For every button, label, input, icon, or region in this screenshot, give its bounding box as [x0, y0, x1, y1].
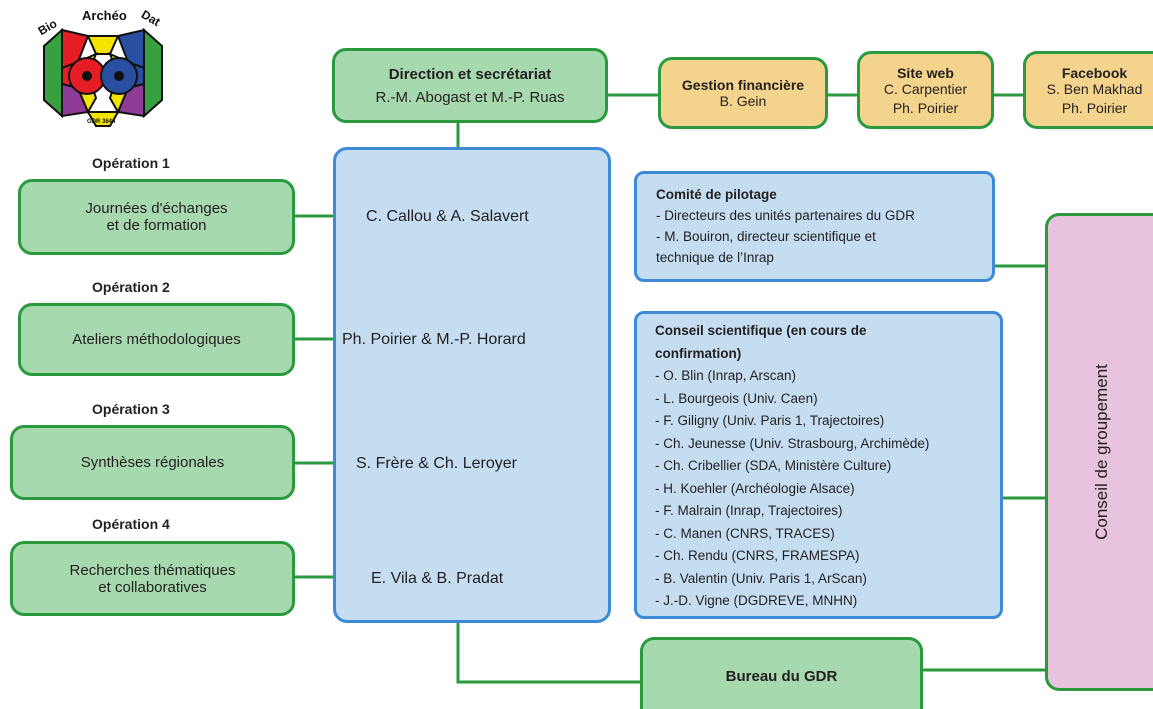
- conseil-scientifique-title-2: confirmation): [655, 345, 742, 361]
- gestion-title: Gestion financière: [681, 77, 805, 93]
- conseil-member: - O. Blin (Inrap, Arscan): [655, 368, 797, 383]
- comite-line-2: - M. Bouiron, directeur scientifique et: [656, 229, 876, 244]
- bioarcheodat-logo: Bio Archéo Dat GDR 3644: [36, 7, 163, 127]
- bureau-box: Bureau du GDR: [640, 637, 923, 709]
- conseil-groupement-title: Conseil de groupement: [1091, 364, 1111, 540]
- siteweb-line2: Ph. Poirier: [892, 99, 959, 116]
- direction-names: R.-M. Abogast et M.-P. Ruas: [375, 88, 565, 106]
- logo-hexagon-mosaic: [43, 27, 163, 127]
- facebook-box: Facebook S. Ben Makhad Ph. Poirier: [1023, 51, 1153, 129]
- operation-2-line1: Ateliers méthodologiques: [72, 331, 241, 348]
- bureau-title: Bureau du GDR: [725, 668, 838, 685]
- operation-4-heading: Opération 4: [92, 516, 170, 532]
- operation-2-heading: Opération 2: [92, 279, 170, 295]
- operation-1-box: Journées d'échanges et de formation: [18, 179, 295, 255]
- conseil-member: - B. Valentin (Univ. Paris 1, ArScan): [655, 570, 867, 586]
- coordinators-box: C. Callou & A. Salavert Ph. Poirier & M.…: [333, 147, 611, 623]
- coordinator-op1: C. Callou & A. Salavert: [366, 208, 529, 225]
- facebook-line1: S. Ben Makhad: [1046, 80, 1143, 97]
- siteweb-title: Site web: [897, 64, 954, 81]
- operation-1-line2: et de formation: [106, 217, 207, 234]
- conseil-member: - J.-D. Vigne (DGDREVE, MNHN): [655, 593, 858, 608]
- comite-box: Comité de pilotage - Directeurs des unit…: [634, 171, 995, 282]
- operation-2-box: Ateliers méthodologiques: [18, 303, 295, 376]
- facebook-title: Facebook: [1061, 64, 1128, 81]
- direction-box: Direction et secrétariat R.-M. Abogast e…: [332, 48, 608, 123]
- coordinator-op2: Ph. Poirier & M.-P. Horard: [342, 331, 526, 348]
- direction-title: Direction et secrétariat: [388, 65, 552, 83]
- conseil-scientifique-title-1: Conseil scientifique (en cours de: [655, 323, 867, 338]
- operation-3-box: Synthèses régionales: [10, 425, 295, 500]
- operation-4-line1: Recherches thématiques: [69, 561, 236, 579]
- operation-3-line1: Synthèses régionales: [80, 454, 225, 471]
- gestion-box: Gestion financière B. Gein: [658, 57, 828, 129]
- conseil-scientifique-box: Conseil scientifique (en cours de confir…: [634, 311, 1003, 619]
- conseil-member: - C. Manen (CNRS, TRACES): [655, 525, 835, 541]
- logo-caption: GDR 3644: [87, 119, 116, 125]
- conseil-member: - Ch. Rendu (CNRS, FRAMESPA): [655, 548, 860, 563]
- conseil-member: - L. Bourgeois (Univ. Caen): [655, 390, 818, 406]
- conseil-member: - H. Koehler (Archéologie Alsace): [655, 480, 855, 496]
- comite-title: Comité de pilotage: [656, 187, 777, 202]
- logo-word-archeo: Archéo: [82, 8, 127, 23]
- coordinator-op3: S. Frère & Ch. Leroyer: [356, 455, 517, 472]
- connector-center-bureau: [456, 622, 640, 684]
- operation-1-heading: Opération 1: [92, 155, 170, 171]
- coordinator-op4: E. Vila & B. Pradat: [371, 570, 504, 587]
- comite-line-3: technique de l’Inrap: [656, 250, 774, 265]
- logo-word-dat: Dat: [139, 7, 163, 29]
- siteweb-box: Site web C. Carpentier Ph. Poirier: [857, 51, 994, 129]
- conseil-member: - F. Malrain (Inrap, Trajectoires): [655, 503, 843, 518]
- conseil-groupement-box: Conseil de groupement: [1045, 213, 1153, 691]
- operation-4-box: Recherches thématiques et collaboratives: [10, 541, 295, 616]
- conseil-member: - Ch. Cribellier (SDA, Ministère Culture…: [655, 458, 892, 473]
- comite-line-1: - Directeurs des unités partenaires du G…: [656, 208, 915, 223]
- conseil-member: - Ch. Jeunesse (Univ. Strasbourg, Archim…: [655, 435, 930, 451]
- operation-3-heading: Opération 3: [92, 401, 170, 417]
- facebook-line2: Ph. Poirier: [1061, 99, 1128, 116]
- siteweb-line1: C. Carpentier: [883, 80, 968, 97]
- operation-1-line1: Journées d'échanges: [85, 200, 228, 217]
- operation-4-line2: et collaboratives: [98, 578, 207, 596]
- gestion-names: B. Gein: [719, 93, 767, 109]
- conseil-member: - F. Giligny (Univ. Paris 1, Trajectoire…: [655, 413, 885, 428]
